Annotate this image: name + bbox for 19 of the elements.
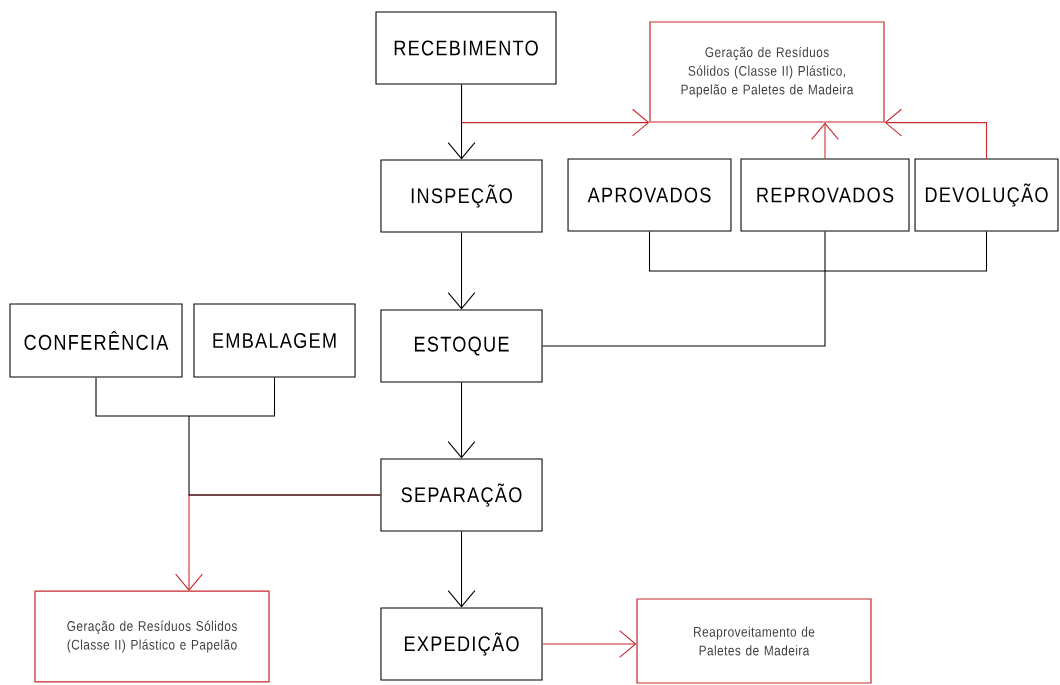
arrow — [447, 531, 476, 608]
waste-box: Reaproveitamento de Paletes de Madeira — [636, 598, 872, 684]
process-box: CONFERÊNCIA — [9, 303, 183, 378]
process-box: EXPEDIÇÃO — [380, 607, 543, 681]
process-box: EMBALAGEM — [193, 303, 356, 378]
waste-box: Geração de Resíduos Sólidos (Classe II) Plástico e Papelão — [34, 590, 270, 683]
process-box: ESTOQUE — [380, 309, 543, 383]
arrow — [542, 630, 637, 658]
waste-box: Geração de Resíduos Sólidos (Classe II) Plástico, Papelão e Paletes de Madeira — [649, 21, 885, 123]
arrow — [447, 232, 476, 310]
process-box: SEPARAÇÃO — [380, 458, 543, 532]
arrow — [447, 84, 476, 160]
process-box: INSPEÇÃO — [380, 159, 543, 233]
process-box: DEVOLUÇÃO — [914, 158, 1059, 232]
arrow — [447, 382, 476, 459]
process-box: APROVADOS — [567, 158, 732, 232]
process-box: RECEBIMENTO — [375, 11, 557, 85]
arrow — [884, 108, 988, 159]
process-box: REPROVADOS — [740, 158, 910, 232]
